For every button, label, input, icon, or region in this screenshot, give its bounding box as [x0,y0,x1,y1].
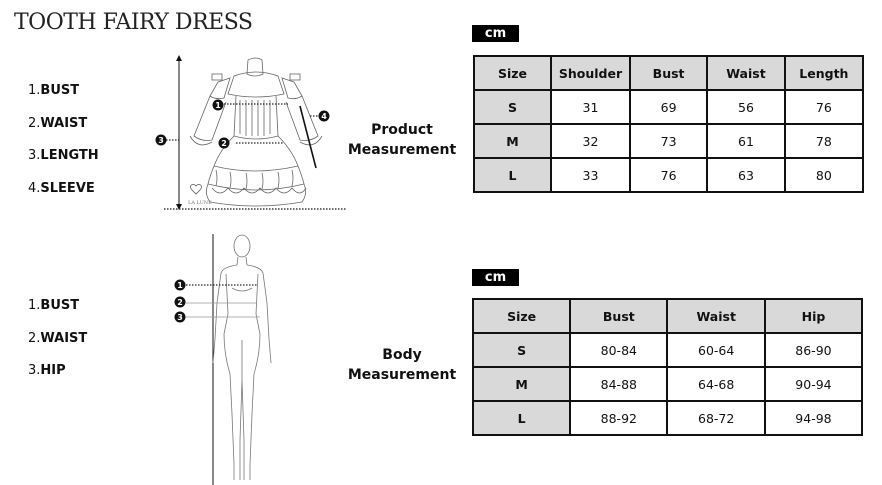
svg-text:1: 1 [215,101,221,110]
list-item: 2.WAIST [28,330,88,346]
body-illustration: 1 2 3 [174,234,272,485]
marker-1-icon: 1 [212,99,224,111]
svg-text:3: 3 [158,136,164,145]
list-item: 1.BUST [28,298,80,313]
svg-text:3: 3 [177,313,183,322]
table-header-row: Size Bust Waist Hip [471,298,864,334]
body-measure-list: 1.BUST 2.WAIST 3.HIP [28,298,87,396]
marker-2-icon: 2 [174,296,186,308]
table-row: L 33 76 63 80 [473,157,865,193]
marker-3-icon: 3 [174,311,186,323]
svg-text:2: 2 [177,298,183,307]
marker-3-icon: 3 [155,134,167,146]
table-row: M 84-88 64-68 90-94 [471,366,864,402]
table-header-row: Size Shoulder Bust Waist Length [473,55,865,91]
body-size-table: Size Bust Waist Hip S 80-84 60-64 86-90 … [471,298,864,436]
product-measurement-label: Product Measurement [347,122,457,158]
list-item: 1.BUST [28,83,80,98]
body-unit-badge: cm [472,269,519,286]
table-row: S 31 69 56 76 [473,89,865,125]
body-measurement-label: Body Measurement [347,347,457,383]
product-size-table: Size Shoulder Bust Waist Length S 31 69 … [473,55,865,193]
list-item: 3.HIP [28,363,66,378]
marker-2-icon: 2 [218,137,230,149]
marker-1-icon: 1 [174,279,186,291]
list-item: 2.WAIST [28,115,88,131]
table-row: S 80-84 60-64 86-90 [471,332,864,368]
svg-text:4: 4 [321,112,327,121]
list-item: 3.LENGTH [28,148,99,163]
table-row: M 32 73 61 78 [473,123,865,159]
brand-mark: LA LUNE [188,200,212,206]
marker-4-icon: 4 [318,110,330,122]
dress-illustration: LA LUNE 1 2 3 4 [155,55,346,210]
svg-text:2: 2 [221,139,227,148]
table-row: L 88-92 68-72 94-98 [471,400,864,436]
heart-icon [190,183,202,195]
list-item: 4.SLEEVE [28,180,95,196]
product-measure-list: 1.BUST 2.WAIST 3.LENGTH 4.SLEEVE [28,83,99,213]
page-title: TOOTH FAIRY DRESS [14,10,253,35]
svg-text:1: 1 [177,281,183,290]
product-unit-badge: cm [472,25,519,42]
